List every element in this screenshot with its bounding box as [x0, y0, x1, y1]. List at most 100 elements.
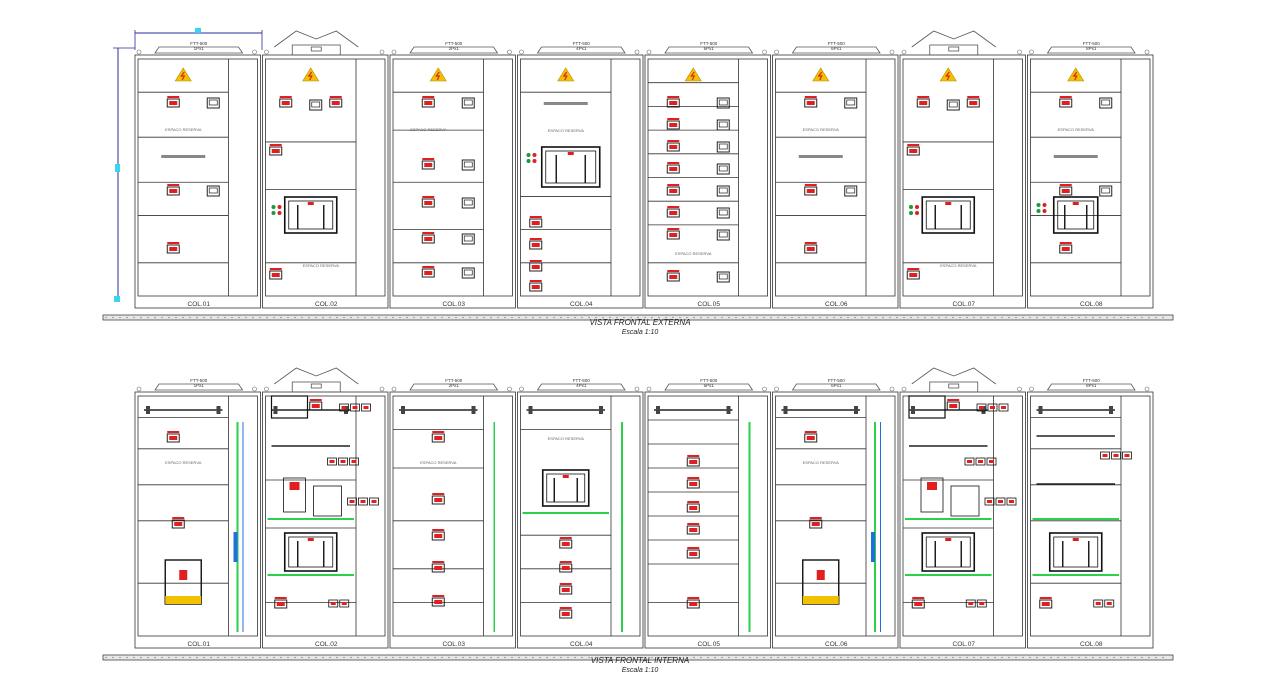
lifting-eye-icon: [1017, 49, 1022, 55]
contactor-bank-icon: [283, 477, 342, 517]
warning-sign-icon: [174, 67, 192, 82]
column-panel: [392, 58, 513, 297]
warning-sign-icon: [429, 67, 447, 82]
busbar-insulator-icon: [146, 406, 150, 414]
lifting-eye-icon: [391, 49, 397, 55]
column-label: COL.03: [443, 301, 466, 308]
meter-display-icon: [461, 159, 475, 171]
busbar-insulator-icon: [528, 406, 533, 414]
warning-sign-icon: [684, 67, 702, 82]
column-header-label: 6Px1: [831, 46, 842, 51]
column-header-label: FTT-500: [445, 378, 463, 383]
relay-device-icon: [906, 268, 920, 280]
relay-device-icon: [529, 238, 543, 250]
external-view-title: VISTA FRONTAL EXTERNA: [589, 318, 690, 327]
lifting-eye-icon: [1017, 386, 1022, 392]
warning-sign-icon: [939, 67, 957, 82]
relay-device-icon: [431, 529, 445, 541]
switchboard-column: COL.02: [262, 367, 389, 649]
column-frame: [134, 54, 261, 309]
lifting-eye-icon: [136, 386, 142, 392]
name-plate: [543, 102, 588, 105]
lifting-eye-icon: [774, 386, 779, 392]
relay-device-icon: [666, 96, 680, 108]
busbar-insulator-icon: [599, 406, 603, 414]
busbar-insulator-icon: [344, 406, 348, 414]
column-header-label: FTT-500: [190, 378, 208, 383]
vertical-busbar: [874, 422, 876, 632]
lifting-eye-icon: [762, 386, 767, 392]
relay-device-icon: [1059, 242, 1073, 254]
column-header-label: 4Px1: [576, 46, 587, 51]
fuse-block-icon: [1100, 451, 1132, 460]
column-frame: [262, 54, 389, 309]
reserved-space-label: ESPACO RESERVA: [165, 127, 202, 132]
column-frame: [644, 391, 771, 649]
lifting-eye-icon: [252, 386, 257, 392]
lifting-eye-icon: [762, 49, 767, 55]
vertical-busbar: [493, 422, 495, 632]
column-panel: [902, 395, 1023, 637]
column-header-label: FTT-500: [828, 378, 846, 383]
column-label: COL.06: [825, 641, 848, 648]
busbar-insulator-icon: [656, 406, 660, 414]
column-header-label: 5Px1: [704, 383, 715, 388]
busbar-insulator-icon: [726, 406, 731, 414]
relay-device-icon: [946, 399, 960, 411]
breaker-yellow-base-icon: [802, 559, 840, 605]
column-panel: [902, 58, 1023, 297]
relay-device-icon: [804, 96, 818, 108]
meter-display-icon: [716, 229, 730, 241]
reserved-space-label: ESPACO RESERVA: [410, 127, 447, 132]
relay-device-icon: [329, 96, 343, 108]
relay-device-icon: [686, 501, 700, 513]
lifting-eye-icon: [519, 49, 524, 55]
column-panel: [1030, 395, 1151, 637]
lifting-eye-icon: [379, 49, 385, 55]
external-view-scale: Escala 1:10: [622, 329, 659, 336]
column-frame: [517, 54, 644, 309]
column-label: COL.06: [825, 301, 848, 308]
warning-sign-icon: [557, 67, 575, 82]
relay-device-icon: [421, 266, 435, 278]
breaker-yellow-base-icon: [164, 559, 202, 605]
column-panel: [775, 395, 896, 637]
column-frame: [517, 391, 644, 649]
column-panel: [1030, 58, 1151, 297]
meter-display-icon: [716, 119, 730, 131]
meter-display-icon: [946, 99, 960, 111]
reserved-space-label: ESPACO RESERVA: [548, 128, 585, 133]
relay-device-icon: [559, 561, 573, 573]
meter-display-icon: [844, 185, 858, 197]
column-header-label: 8Px1: [1086, 46, 1097, 51]
column-label: COL.05: [698, 301, 721, 308]
roof-ventilation-icon: [911, 367, 996, 393]
pilot-lights-icon: [909, 205, 919, 215]
column-header-label: FTT-500: [190, 41, 208, 46]
relay-device-icon: [559, 583, 573, 595]
lifting-eye-icon: [264, 49, 269, 55]
relay-device-icon: [666, 228, 680, 240]
relay-device-icon: [529, 216, 543, 228]
column-panel: [137, 58, 258, 297]
relay-device-icon: [166, 184, 180, 196]
warning-sign-icon: [302, 67, 320, 82]
column-header-label: 5Px1: [704, 46, 715, 51]
lifting-eye-icon: [901, 49, 907, 55]
meter-display-icon: [461, 197, 475, 209]
column-panel: [775, 58, 896, 297]
column-label: COL.07: [953, 641, 976, 648]
relay-device-icon: [804, 184, 818, 196]
lifting-eye-icon: [1029, 386, 1034, 392]
lifting-eye-icon: [507, 49, 512, 55]
column-frame: [644, 54, 771, 309]
